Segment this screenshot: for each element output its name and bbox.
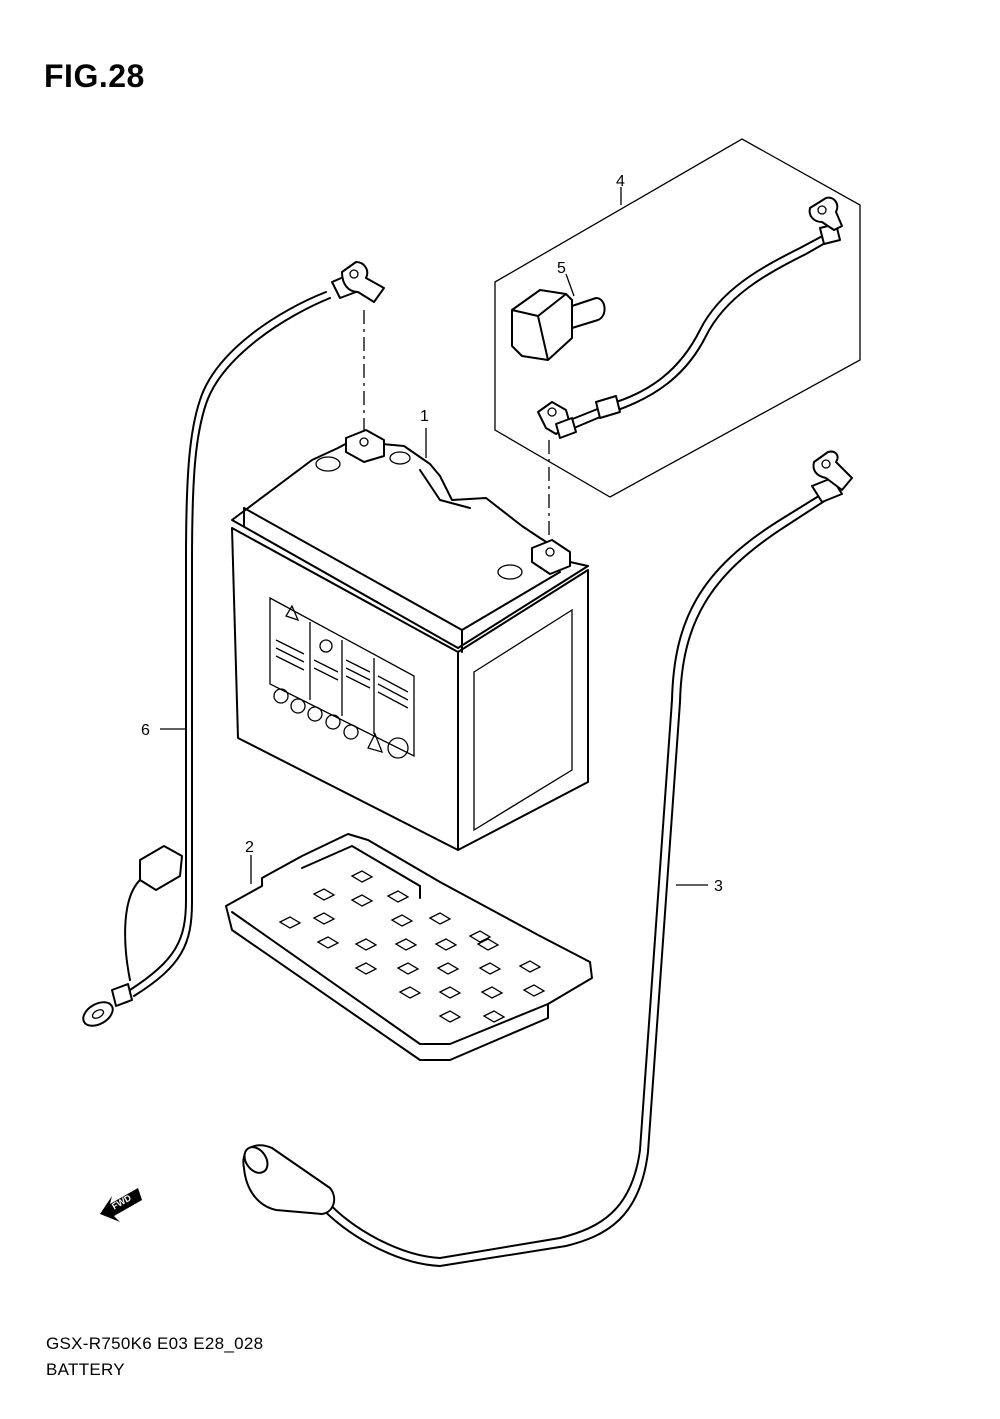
part-6-ground-cable	[82, 261, 385, 1027]
section-name: BATTERY	[46, 1360, 125, 1379]
part-4-battery-cable	[537, 196, 843, 439]
callout-2: 2	[245, 839, 254, 856]
part-4-kit-outline	[494, 138, 861, 498]
callout-6: 6	[141, 722, 150, 739]
figure-title: FIG.28	[44, 58, 145, 94]
callout-4: 4	[616, 173, 625, 190]
callout-3: 3	[714, 878, 723, 895]
forward-direction-arrow-icon: FWD	[100, 1188, 142, 1222]
part-5-terminal-cap	[511, 273, 606, 361]
part-3-battery-cable	[242, 450, 853, 1267]
callout-5: 5	[557, 260, 566, 277]
model-code: GSX-R750K6 E03 E28_028	[46, 1334, 264, 1353]
callout-1: 1	[420, 408, 429, 425]
part-1-battery	[231, 428, 589, 851]
part-2-battery-tray	[225, 833, 593, 1061]
